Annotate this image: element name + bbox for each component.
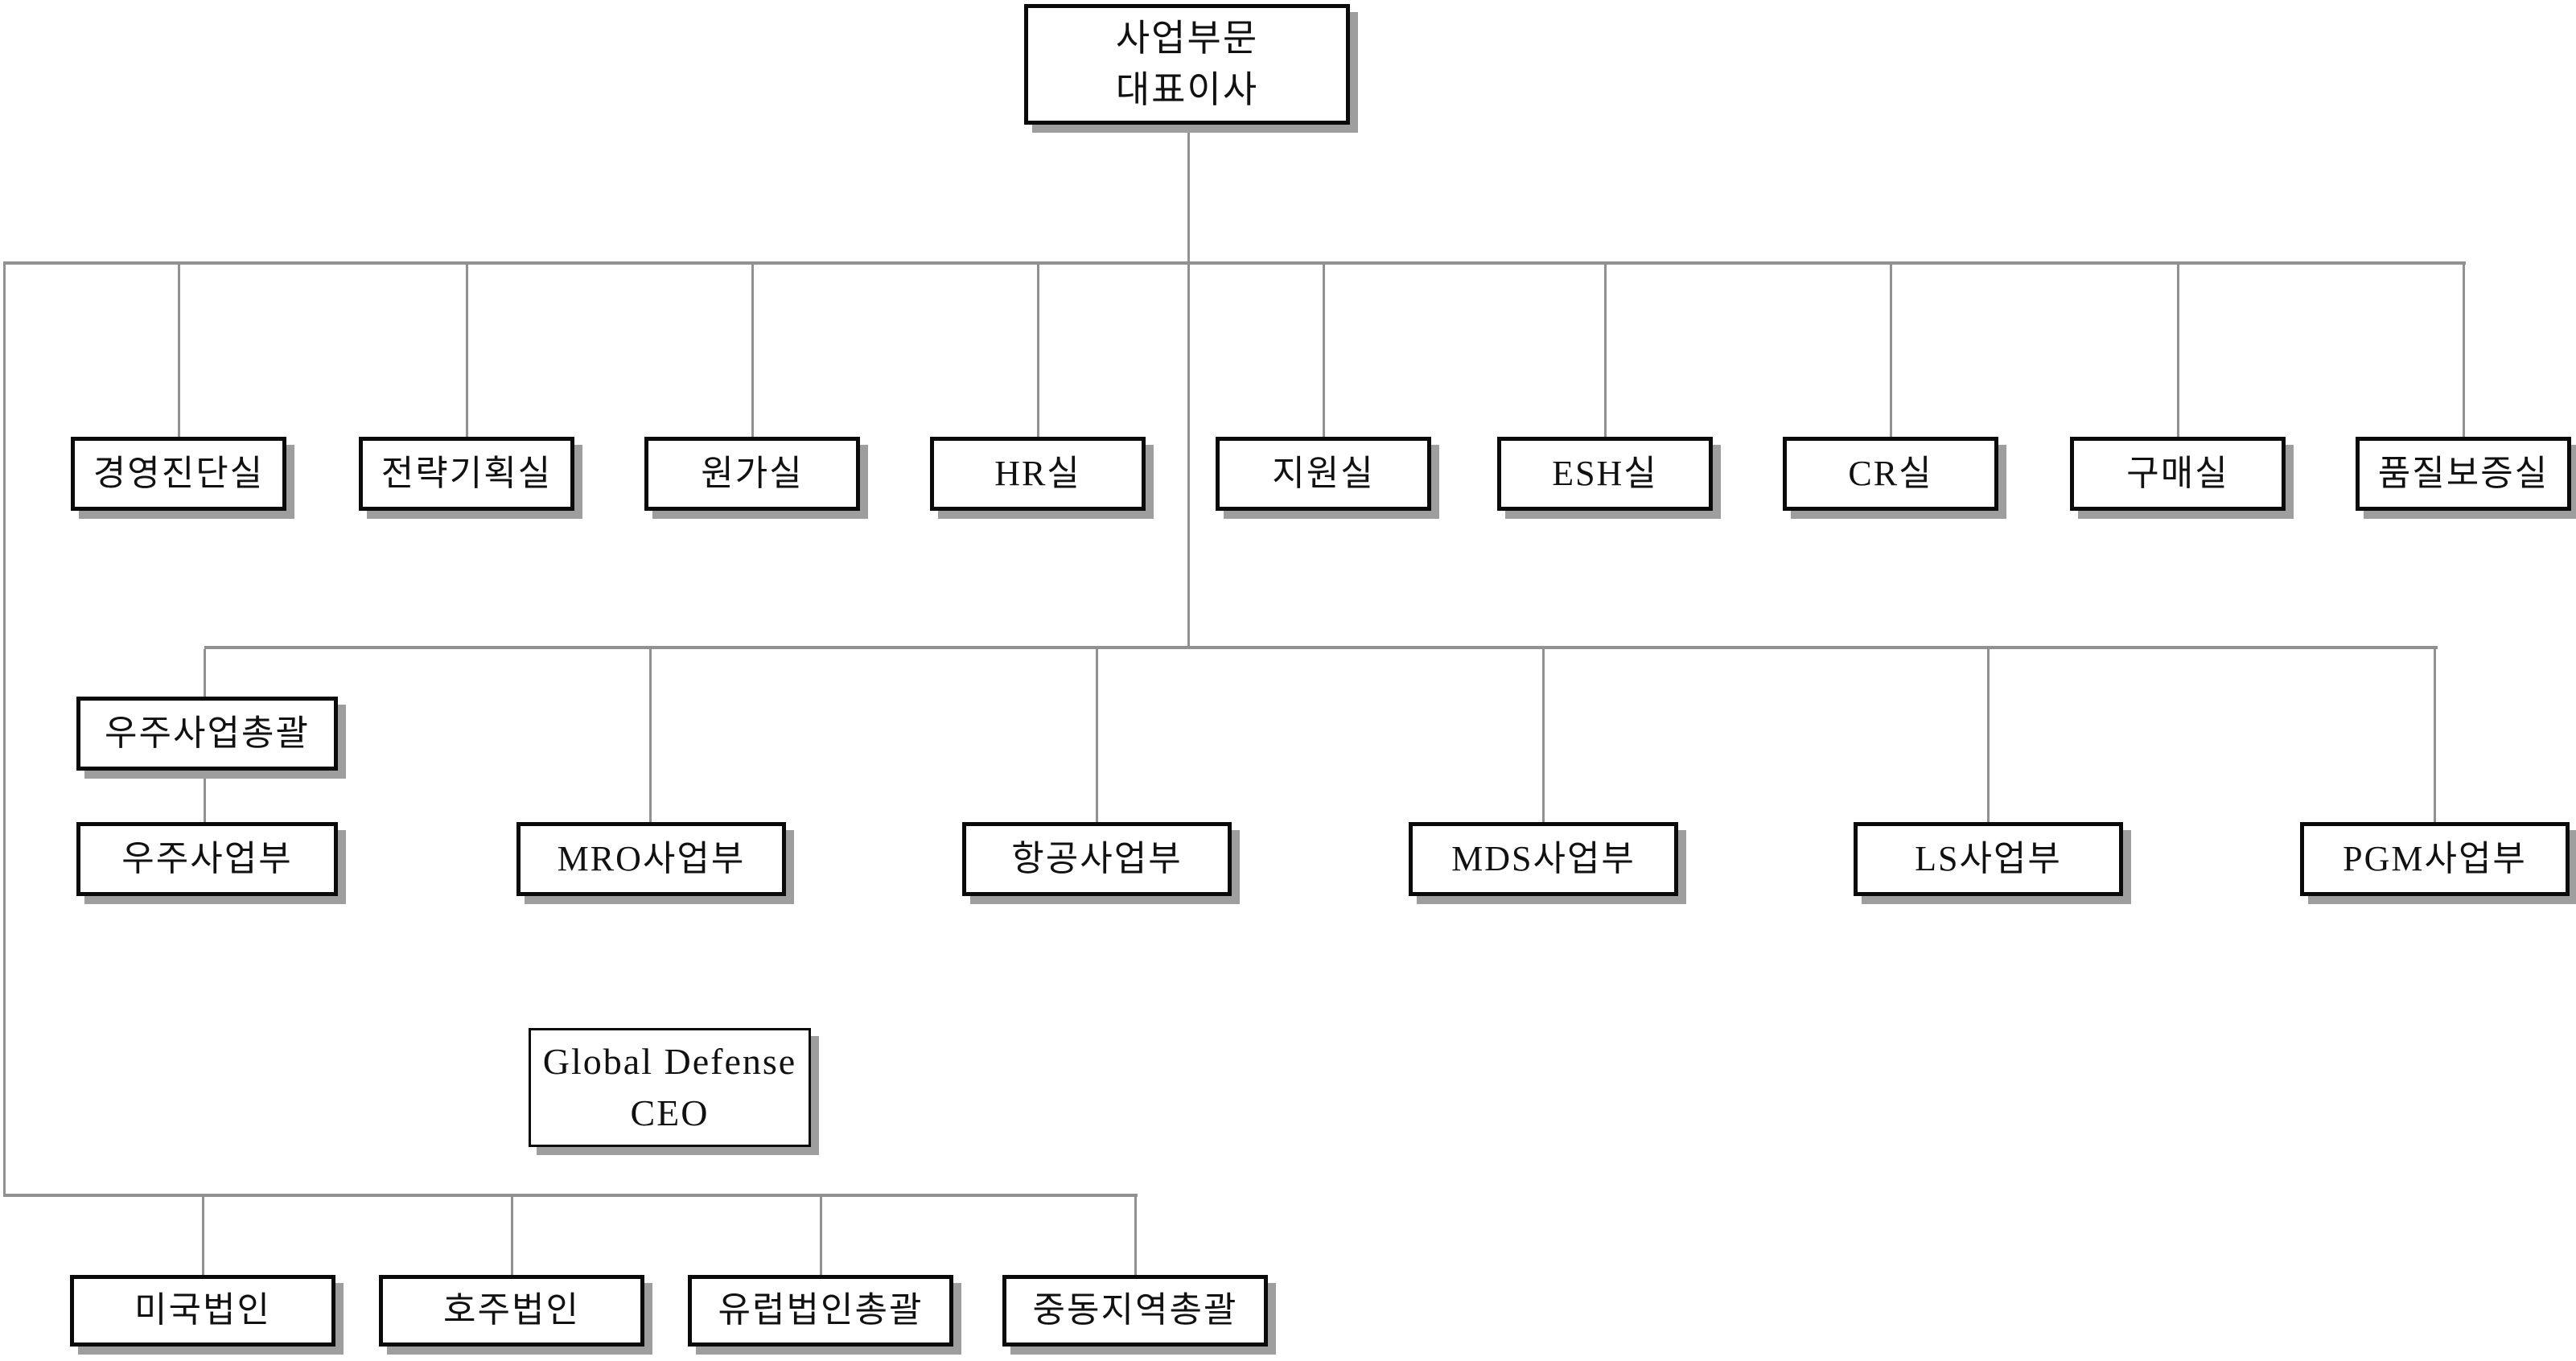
- box-aviation-division: 항공사업부: [962, 822, 1232, 896]
- box-quality-assurance-office: 품질보증실: [2356, 437, 2571, 511]
- connector-division-drop-3: [1542, 649, 1545, 822]
- box-label: 유럽법인총괄: [718, 1290, 924, 1330]
- connector-staff-drop-3: [751, 265, 754, 437]
- box-middle-east-region-head: 중동지역총괄: [1002, 1275, 1268, 1347]
- box-label: 우주사업총괄: [105, 713, 310, 753]
- box-mds-division: MDS사업부: [1409, 822, 1678, 896]
- connector-overseas-drop-3: [820, 1197, 822, 1275]
- box-label: Global Defense: [542, 1040, 797, 1082]
- box-pgm-division: PGM사업부: [2300, 822, 2570, 896]
- box-label: MRO사업부: [557, 838, 746, 878]
- box-strategy-planning-office: 전략기획실: [359, 437, 574, 511]
- box-label: PGM사업부: [2343, 838, 2527, 878]
- box-space-division: 우주사업부: [76, 822, 338, 896]
- connector-division-drop-2: [1096, 649, 1098, 822]
- box-label: 사업부문: [1115, 17, 1259, 59]
- box-cr-office: CR실: [1783, 437, 1998, 511]
- box-label: LS사업부: [1915, 838, 2062, 878]
- connector-staff-drop-4: [1037, 265, 1039, 437]
- box-label: 호주법인: [443, 1290, 580, 1330]
- connector-staff-drop-8: [2177, 265, 2179, 437]
- box-label: 지원실: [1272, 453, 1375, 493]
- box-label: HR실: [994, 453, 1081, 493]
- connector-staff-drop-6: [1604, 265, 1607, 437]
- box-business-division-ceo: 사업부문 대표이사: [1024, 4, 1350, 125]
- box-purchasing-office: 구매실: [2070, 437, 2286, 511]
- connector-overseas-drop-1: [202, 1197, 204, 1275]
- box-support-office: 지원실: [1216, 437, 1431, 511]
- box-label: 품질보증실: [2377, 453, 2549, 493]
- connector-staff-drop-2: [466, 265, 468, 437]
- box-label: 미국법인: [134, 1290, 271, 1330]
- connector-division-drop-5: [2434, 649, 2436, 822]
- box-space-business-head: 우주사업총괄: [76, 697, 338, 771]
- connector-staff-drop-9: [2463, 265, 2465, 437]
- connector-division-drop-1: [649, 649, 652, 822]
- box-label: MDS사업부: [1451, 838, 1636, 878]
- connector-root-trunk: [1187, 125, 1190, 649]
- box-management-diagnosis-office: 경영진단실: [71, 437, 286, 511]
- box-label: 경영진단실: [93, 453, 265, 493]
- connector-staff-drop-1: [178, 265, 180, 437]
- box-cost-office: 원가실: [644, 437, 860, 511]
- box-label: 대표이사: [1115, 69, 1259, 110]
- connector-space-link: [204, 769, 206, 824]
- box-label: 구매실: [2126, 453, 2229, 493]
- connector-overseas-drop-4: [1134, 1197, 1137, 1275]
- box-label: 우주사업부: [121, 838, 293, 878]
- box-us-subsidiary: 미국법인: [70, 1275, 335, 1347]
- box-global-defense-ceo: Global Defense CEO: [529, 1028, 811, 1147]
- box-ls-division: LS사업부: [1854, 822, 2123, 896]
- box-label: CEO: [630, 1092, 710, 1133]
- connector-division-row: [204, 646, 2438, 649]
- box-esh-office: ESH실: [1497, 437, 1713, 511]
- connector-staff-drop-5: [1323, 265, 1325, 437]
- connector-overseas-row: [3, 1194, 1138, 1197]
- box-label: 전략기획실: [381, 453, 553, 493]
- connector-division-drop-space: [204, 649, 206, 697]
- box-label: 중동지역총괄: [1032, 1290, 1238, 1330]
- box-label: 원가실: [701, 453, 804, 493]
- box-europe-subsidiary-head: 유럽법인총괄: [688, 1275, 953, 1347]
- connector-staff-drop-7: [1890, 265, 1892, 437]
- box-hr-office: HR실: [930, 437, 1146, 511]
- connector-staff-row: [3, 261, 2466, 265]
- box-australia-subsidiary: 호주법인: [379, 1275, 644, 1347]
- connector-left-trunk: [3, 261, 6, 1197]
- connector-overseas-drop-2: [511, 1197, 513, 1275]
- box-mro-division: MRO사업부: [516, 822, 786, 896]
- connector-division-drop-4: [1987, 649, 1990, 822]
- box-label: CR실: [1848, 453, 1933, 493]
- box-label: ESH실: [1552, 453, 1658, 493]
- box-label: 항공사업부: [1011, 838, 1183, 878]
